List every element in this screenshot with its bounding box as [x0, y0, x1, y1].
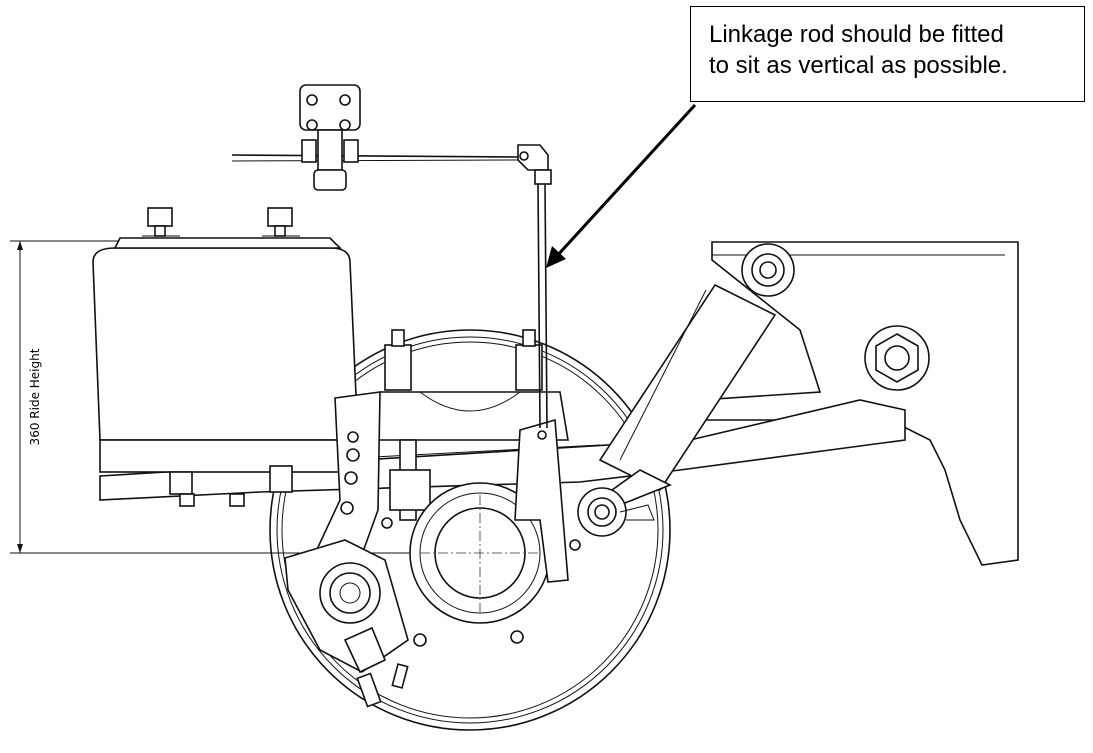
ride-height-label: 360 Ride Height	[28, 348, 42, 445]
linkage-rod	[537, 183, 548, 429]
callout-line-1: Linkage rod should be fitted	[709, 21, 1004, 48]
axle-clamp	[371, 329, 569, 521]
height-control-valve	[231, 84, 552, 191]
brake-drum	[269, 329, 671, 731]
callout-arrow	[546, 103, 697, 268]
callout-line-2: to sit as vertical as possible.	[709, 52, 1008, 79]
shock-absorber	[577, 243, 795, 537]
linkage-rod-callout: Linkage rod should be fitted to sit as v…	[690, 6, 1085, 102]
air-spring	[92, 207, 359, 507]
rod-bracket	[514, 418, 569, 583]
slack-adjuster-arm	[310, 391, 393, 561]
ride-height-dimension: 360 Ride Height	[10, 240, 460, 554]
slack-adjuster	[284, 539, 409, 708]
